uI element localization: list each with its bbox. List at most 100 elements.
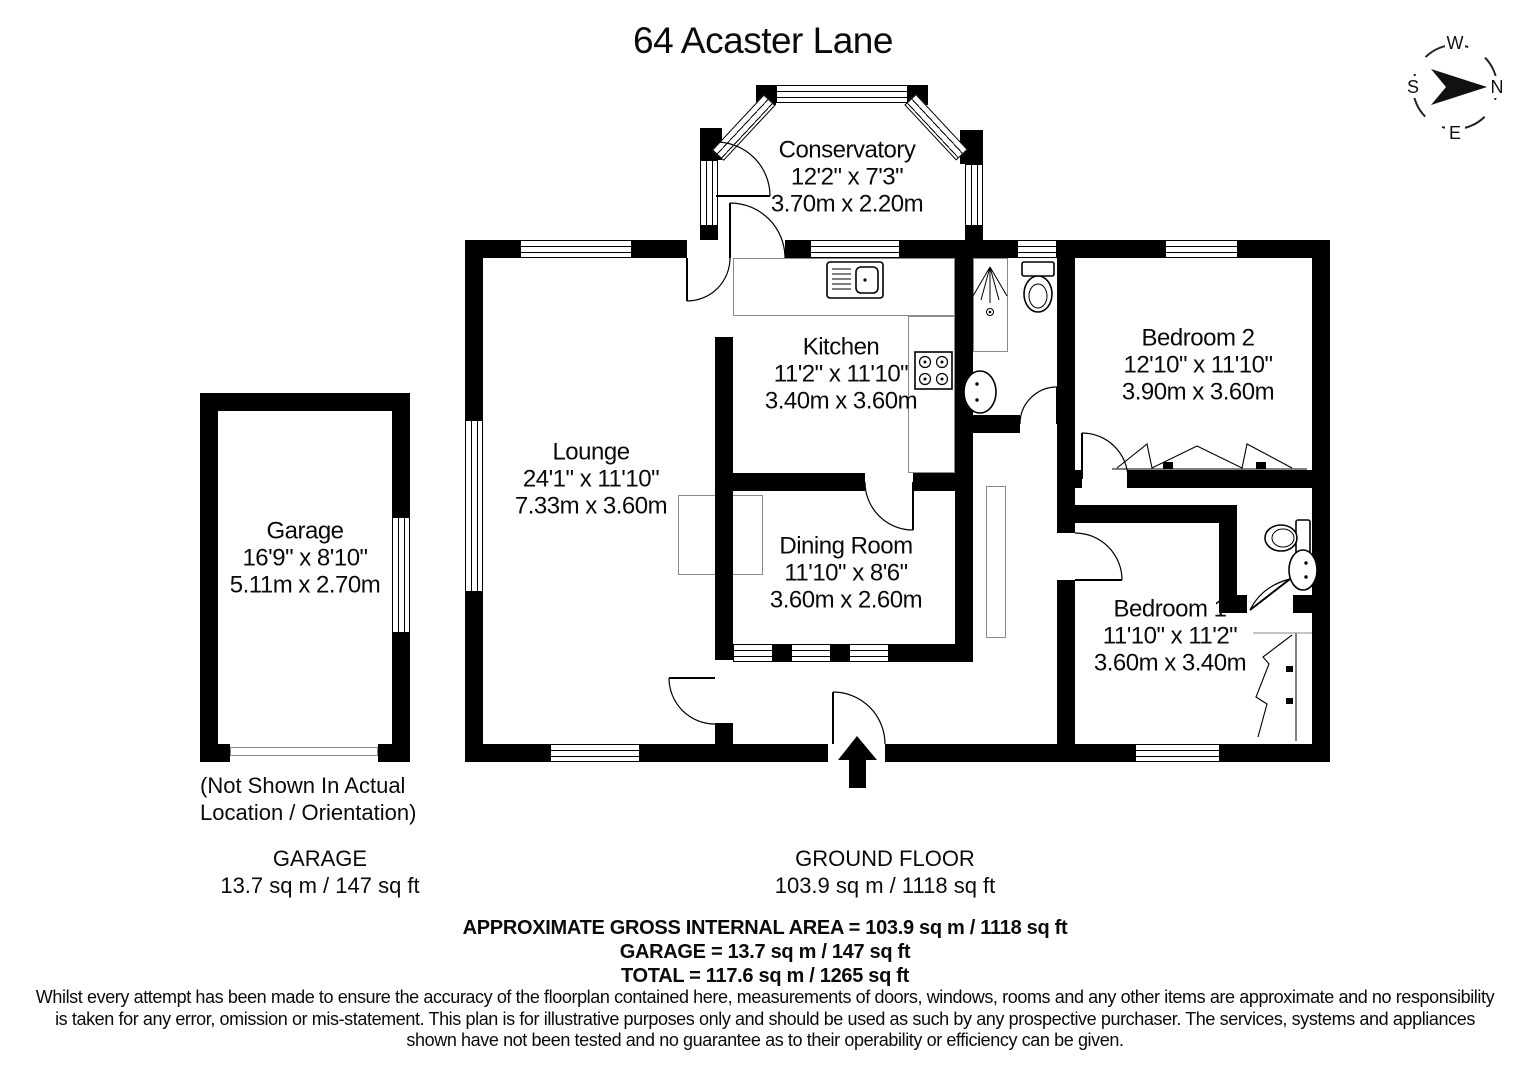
window xyxy=(965,164,983,226)
entrance-arrow-icon xyxy=(838,736,877,788)
summary-line3: TOTAL = 117.6 sq m / 1265 sq ft xyxy=(620,965,910,987)
wall-segment xyxy=(1057,240,1165,258)
window xyxy=(849,644,889,662)
wall-segment xyxy=(910,644,973,662)
room-dims-imperial: 11'10" x 8'6" xyxy=(784,559,908,587)
room-dims-metric: 3.90m x 3.60m xyxy=(1121,378,1275,406)
room-label-dining-room: Dining Room 11'10" x 8'6" 3.60m x 2.60m xyxy=(769,532,923,614)
wall-segment xyxy=(1312,240,1330,762)
room-dims-imperial: 11'10" x 11'2" xyxy=(1102,622,1238,650)
wardrobe-bedroom2 xyxy=(1112,443,1307,470)
room-dims-imperial: 11'2" x 11'10" xyxy=(773,360,909,388)
wall-segment xyxy=(632,240,687,258)
garage-area-value: 13.7 sq m / 147 sq ft xyxy=(220,873,420,898)
window xyxy=(810,240,900,258)
window xyxy=(550,744,640,762)
window xyxy=(392,517,410,633)
wall-segment xyxy=(1220,744,1330,762)
room-label-garage: Garage 16'9" x 8'10" 5.11m x 2.70m xyxy=(230,518,381,599)
ground-floor-label: GROUND FLOOR xyxy=(795,846,975,871)
room-dims-metric: 3.70m x 2.20m xyxy=(770,190,924,218)
garage-area-block: GARAGE 13.7 sq m / 147 sq ft xyxy=(220,845,419,899)
compass-north-label: N xyxy=(1491,77,1504,97)
garage-note: (Not Shown In Actual Location / Orientat… xyxy=(200,772,416,826)
wall-segment xyxy=(773,644,791,662)
room-dims-metric: 3.60m x 3.40m xyxy=(1093,649,1247,677)
room-label-kitchen: Kitchen 11'2" x 11'10" 3.40m x 3.60m xyxy=(764,333,918,415)
wall-segment xyxy=(715,337,733,660)
room-dims-imperial: 12'2" x 7'3" xyxy=(790,163,904,191)
wall-segment xyxy=(200,393,218,762)
wall-segment xyxy=(378,744,410,762)
wall-segment xyxy=(1057,258,1075,533)
window xyxy=(465,420,483,592)
room-label-conservatory: Conservatory 12'2" x 7'3" 3.70m x 2.20m xyxy=(770,136,924,218)
wall-segment xyxy=(955,258,973,662)
window xyxy=(1135,744,1220,762)
wall-segment xyxy=(889,644,910,662)
wardrobe-bedroom1 xyxy=(1253,632,1312,741)
garage-note-line1: (Not Shown In Actual xyxy=(200,773,406,798)
window xyxy=(733,644,773,662)
wall-segment xyxy=(1237,595,1247,613)
room-name: Lounge xyxy=(552,438,630,466)
wall-segment xyxy=(1219,505,1237,613)
wall-segment xyxy=(1127,470,1312,488)
wall-segment xyxy=(831,644,849,662)
wall-segment xyxy=(715,723,733,744)
window xyxy=(520,240,632,258)
window xyxy=(700,160,718,226)
room-name: Conservatory xyxy=(778,136,916,164)
toilet-icon-shower-room xyxy=(1021,261,1055,313)
wall-segment xyxy=(465,744,550,762)
window xyxy=(1165,240,1238,258)
wall-segment xyxy=(1057,580,1075,744)
garage-note-line2: Location / Orientation) xyxy=(200,800,417,825)
room-dims-imperial: 24'1" x 11'10" xyxy=(522,465,660,493)
window xyxy=(1017,240,1057,258)
wall-segment xyxy=(640,744,828,762)
thin-outline-feature xyxy=(908,316,955,473)
toilet-icon-ensuite xyxy=(1264,519,1311,557)
room-dims-metric: 7.33m x 3.60m xyxy=(514,492,668,520)
thin-outline-feature xyxy=(230,747,378,756)
ground-floor-area-block: GROUND FLOOR 103.9 sq m / 1118 sq ft xyxy=(775,845,996,899)
room-name: Bedroom 2 xyxy=(1141,324,1255,352)
compass-west-label: W xyxy=(1447,33,1464,53)
window xyxy=(791,644,831,662)
thin-outline-feature xyxy=(733,258,955,316)
room-dims-imperial: 12'10" x 11'10" xyxy=(1123,351,1273,379)
room-label-bedroom1: Bedroom 1 11'10" x 11'2" 3.60m x 3.40m xyxy=(1093,595,1247,677)
wall-segment xyxy=(465,592,483,762)
compass-arrow-icon xyxy=(1431,69,1487,105)
wall-segment xyxy=(700,226,718,240)
summary-line2: GARAGE = 13.7 sq m / 147 sq ft xyxy=(619,941,911,963)
wall-segment xyxy=(965,226,983,240)
area-summary: APPROXIMATE GROSS INTERNAL AREA = 103.9 … xyxy=(463,916,1068,988)
room-name: Dining Room xyxy=(779,532,913,560)
wall-segment xyxy=(465,240,483,420)
compass-icon: W N E S xyxy=(1403,32,1507,144)
wall-segment xyxy=(200,393,410,411)
ground-floor-value: 103.9 sq m / 1118 sq ft xyxy=(774,873,996,898)
summary-line1: APPROXIMATE GROSS INTERNAL AREA = 103.9 … xyxy=(462,917,1068,939)
wall-segment xyxy=(960,130,983,164)
wall-segment xyxy=(1293,595,1312,613)
room-dims-imperial: 16'9" x 8'10" xyxy=(242,544,368,572)
garage-area-label: GARAGE xyxy=(272,846,368,871)
wall-segment xyxy=(785,240,810,258)
compass-east-label: E xyxy=(1449,123,1461,143)
wall-segment xyxy=(885,744,1135,762)
room-dims-metric: 3.60m x 2.60m xyxy=(769,586,923,614)
wall-segment xyxy=(1075,470,1082,488)
wall-segment xyxy=(392,411,410,517)
thin-outline-feature xyxy=(986,486,1006,638)
window xyxy=(776,85,908,103)
room-dims-metric: 3.40m x 3.60m xyxy=(764,387,918,415)
room-name: Kitchen xyxy=(802,333,880,361)
wall-segment xyxy=(1075,505,1237,523)
room-label-lounge: Lounge 24'1" x 11'10" 7.33m x 3.60m xyxy=(514,438,668,520)
wall-segment xyxy=(900,240,1017,258)
room-name: Bedroom 1 xyxy=(1113,595,1227,623)
